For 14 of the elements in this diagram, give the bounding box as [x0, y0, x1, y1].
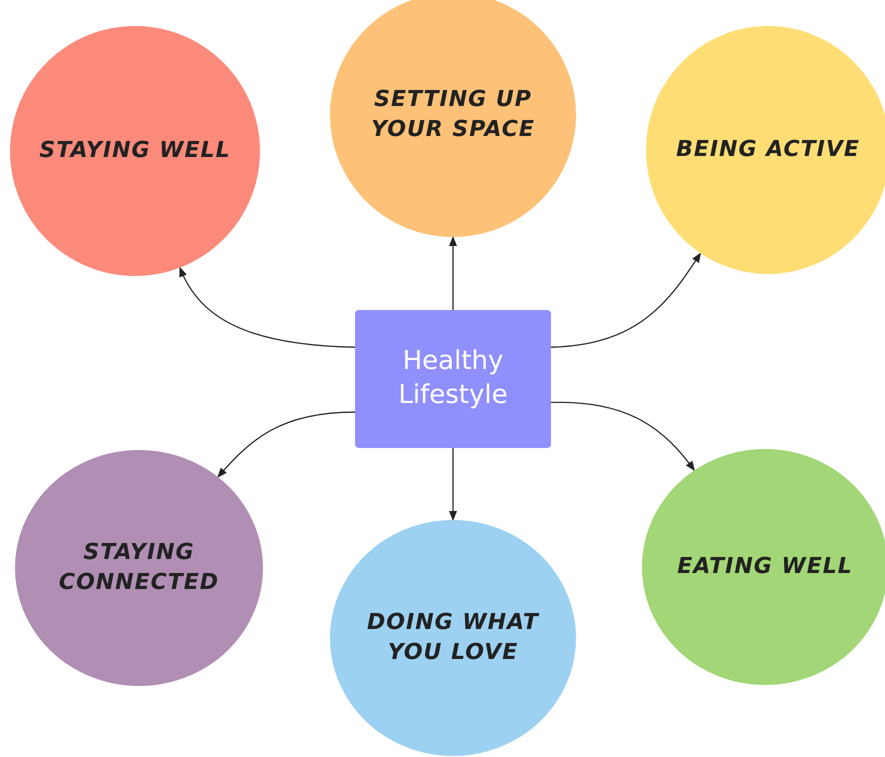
arrow	[217, 412, 356, 478]
arrow	[449, 448, 457, 521]
topic-label: EATING WELL	[677, 553, 853, 582]
topic-label: BEING ACTIVE	[676, 136, 860, 164]
topic-label: STAYING WELL	[39, 137, 231, 166]
topic-label: SETTING UP YOUR SPACE	[370, 86, 536, 144]
arrow	[550, 252, 702, 348]
topic-label: DOING WHAT YOU LOVE	[366, 609, 540, 667]
arrow	[449, 236, 457, 310]
topic-label: STAYING CONNECTED	[58, 539, 220, 597]
central-topic-box	[355, 310, 551, 448]
central-topic-label: Healthy Lifestyle	[397, 345, 509, 412]
arrow	[551, 402, 695, 472]
arrow	[179, 266, 356, 348]
